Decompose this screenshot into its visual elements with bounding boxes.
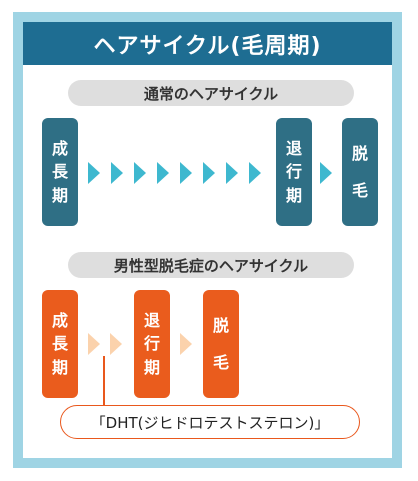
normal-growth-char: 長 bbox=[51, 162, 68, 182]
chevron-arrow-icon bbox=[203, 162, 215, 184]
normal-regression-char: 行 bbox=[285, 162, 302, 182]
normal-shedding-char: 毛 bbox=[351, 181, 368, 200]
male-growth-char: 長 bbox=[51, 334, 68, 354]
male-regression-stage: 退 行 期 bbox=[134, 290, 170, 398]
chevron-arrow-icon bbox=[180, 162, 192, 184]
chevron-arrow-icon bbox=[134, 162, 146, 184]
male-growth-char: 成 bbox=[51, 311, 68, 331]
male-regression-char: 期 bbox=[143, 357, 160, 377]
normal-growth-char: 期 bbox=[51, 185, 68, 205]
chevron-arrow-icon bbox=[226, 162, 238, 184]
normal-transition-arrow bbox=[320, 162, 332, 184]
male-shedding-stage: 脱 毛 bbox=[203, 290, 239, 398]
male-regression-char: 行 bbox=[143, 334, 160, 354]
normal-regression-stage: 退 行 期 bbox=[276, 118, 312, 226]
chevron-arrow-icon bbox=[180, 333, 192, 355]
male-growth-stage: 成 長 期 bbox=[42, 290, 78, 398]
male-regression-char: 退 bbox=[143, 311, 160, 331]
diagram-title: ヘアサイクル(毛周期) bbox=[23, 22, 392, 65]
normal-shedding-stage: 脱 毛 bbox=[342, 118, 378, 226]
normal-regression-char: 期 bbox=[285, 185, 302, 205]
male-transition-arrow bbox=[180, 333, 192, 355]
normal-growth-char: 成 bbox=[51, 139, 68, 159]
normal-shedding-char: 脱 bbox=[351, 143, 368, 163]
chevron-arrow-icon bbox=[157, 162, 169, 184]
normal-growth-stage: 成 長 期 bbox=[42, 118, 78, 226]
chevron-arrow-icon bbox=[320, 162, 332, 184]
chevron-arrow-icon bbox=[110, 333, 122, 355]
chevron-arrow-icon bbox=[111, 162, 123, 184]
dht-callout: 「DHT(ジヒドロテストステロン)」 bbox=[60, 405, 360, 439]
chevron-arrow-icon bbox=[88, 333, 100, 355]
normal-regression-char: 退 bbox=[285, 139, 302, 159]
male-shedding-char: 脱 bbox=[212, 315, 229, 335]
male-cycle-label: 男性型脱毛症のヘアサイクル bbox=[68, 252, 354, 278]
male-shedding-char: 毛 bbox=[212, 353, 229, 372]
callout-connector bbox=[103, 356, 105, 406]
normal-cycle-label: 通常のヘアサイクル bbox=[68, 80, 354, 106]
chevron-arrow-icon bbox=[249, 162, 261, 184]
male-growth-char: 期 bbox=[51, 357, 68, 377]
male-growth-arrows bbox=[88, 333, 122, 355]
normal-growth-arrows bbox=[88, 162, 261, 184]
chevron-arrow-icon bbox=[88, 162, 100, 184]
